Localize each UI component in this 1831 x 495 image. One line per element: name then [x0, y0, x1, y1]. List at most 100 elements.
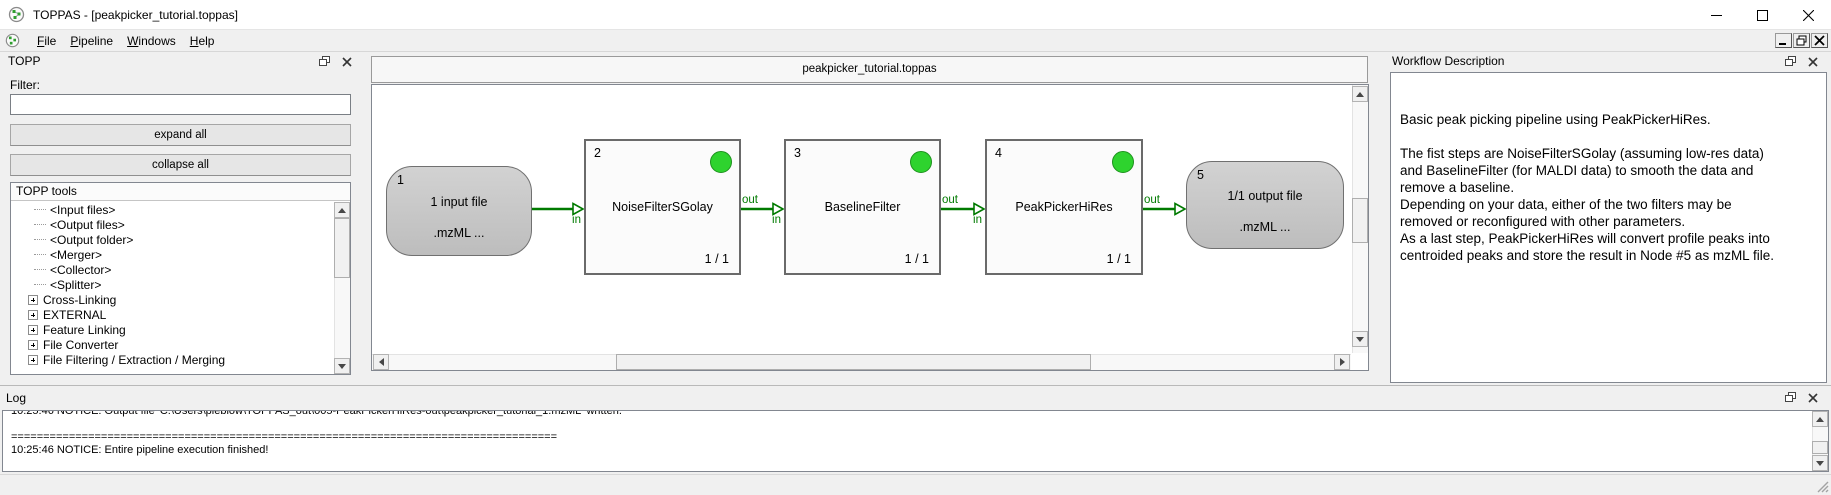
canvas-hscroll-thumb[interactable]: [616, 354, 1091, 370]
window-title: TOPPAS - [peakpicker_tutorial.toppas]: [33, 7, 238, 22]
tree-item-label: <Input files>: [50, 202, 116, 217]
tree-item[interactable]: <Input files>: [12, 202, 332, 217]
topp-dock-buttons: [318, 55, 353, 68]
mdi-close-icon[interactable]: [1811, 33, 1828, 48]
canvas-scroll-left-icon[interactable]: [373, 354, 389, 370]
expand-plus-icon[interactable]: [28, 354, 38, 365]
log-scroll-down-icon[interactable]: [1812, 455, 1828, 471]
tree-item[interactable]: EXTERNAL: [12, 307, 332, 322]
tree-item-label: <Output files>: [50, 217, 125, 232]
description-line: As a last step, PeakPickerHiRes will con…: [1400, 231, 1770, 246]
status-bar: [0, 474, 1831, 495]
edge-in-label: in: [572, 214, 581, 226]
menu-item-windows[interactable]: Windows: [127, 33, 176, 48]
tree-item[interactable]: File Converter: [12, 337, 332, 352]
expand-plus-icon[interactable]: [28, 309, 38, 320]
tree-item-label: Cross-Linking: [43, 292, 117, 307]
node-number: 2: [594, 146, 601, 160]
window-controls: [1693, 0, 1831, 30]
close-panel-icon[interactable]: [340, 55, 353, 68]
menu-item-pipeline[interactable]: Pipeline: [70, 33, 114, 48]
edge-out-label: out: [942, 194, 959, 206]
log-panel: Log 10:25:46 NOTICE: Output file 'C:\Use…: [0, 385, 1831, 474]
description-dock-buttons: [1784, 55, 1819, 68]
tree-item[interactable]: <Output folder>: [12, 232, 332, 247]
canvas-vscroll-thumb[interactable]: [1352, 198, 1368, 243]
tree-scroll-thumb[interactable]: [334, 218, 350, 278]
log-line: [11, 418, 622, 431]
expand-all-button[interactable]: expand all: [10, 124, 351, 146]
log-panel-title: Log: [6, 391, 27, 405]
tree-header[interactable]: TOPP tools: [11, 183, 350, 201]
tree-item-label: File Filtering / Extraction / Merging: [43, 352, 226, 367]
node-number: 5: [1197, 168, 1204, 182]
menu-item-help[interactable]: Help: [189, 33, 215, 48]
tree-item[interactable]: Cross-Linking: [12, 292, 332, 307]
topp-panel: TOPP Filter: expand all collapse all TOP…: [2, 52, 365, 385]
node-title: PeakPickerHiRes: [1015, 200, 1113, 214]
tree-scroll-down-icon[interactable]: [334, 358, 350, 374]
canvas-scroll-up-icon[interactable]: [1352, 86, 1368, 102]
topp-tools-tree: TOPP tools <Input files><Output files><O…: [10, 182, 351, 375]
expand-plus-icon[interactable]: [28, 339, 38, 350]
menu-item-file[interactable]: File: [37, 33, 57, 48]
mdi-restore-icon[interactable]: [1793, 33, 1810, 48]
description-line: and BaselineFilter (for MALDI data) to s…: [1400, 163, 1754, 178]
maximize-icon[interactable]: [1739, 0, 1785, 30]
tree-item-label: Feature Linking: [43, 322, 126, 337]
tree-item[interactable]: File Filtering / Extraction / Merging: [12, 352, 332, 367]
filter-input[interactable]: [10, 94, 351, 115]
close-icon[interactable]: [1785, 0, 1831, 30]
node-number: 4: [995, 146, 1002, 160]
tree-item[interactable]: <Merger>: [12, 247, 332, 262]
edge-arrowhead-icon: [572, 202, 585, 216]
description-text-area[interactable]: Basic peak picking pipeline using PeakPi…: [1390, 72, 1827, 383]
canvas-scroll-down-icon[interactable]: [1352, 331, 1368, 347]
status-finished-icon: [710, 151, 732, 173]
log-line: 10:25:46 NOTICE: Output file 'C:\Users\p…: [11, 410, 622, 417]
edge-in-label: in: [772, 214, 781, 226]
float-panel-icon[interactable]: [1784, 55, 1797, 68]
workflow-tab[interactable]: peakpicker_tutorial.toppas: [371, 56, 1368, 83]
tree-branch-icon: [34, 284, 46, 285]
close-panel-icon[interactable]: [1806, 55, 1819, 68]
canvas-scroll-right-icon[interactable]: [1334, 354, 1350, 370]
tree-scroll-up-icon[interactable]: [334, 202, 350, 218]
resize-grip[interactable]: [1815, 479, 1829, 493]
node-title: 1/1 output file: [1227, 189, 1303, 204]
description-line: removed or reconfigured with other param…: [1400, 214, 1686, 229]
topp-panel-title: TOPP: [8, 54, 41, 68]
tree-item-label: <Collector>: [50, 262, 112, 277]
tree-item[interactable]: <Collector>: [12, 262, 332, 277]
float-panel-icon[interactable]: [318, 55, 331, 68]
collapse-all-button[interactable]: collapse all: [10, 154, 351, 176]
expand-plus-icon[interactable]: [28, 294, 38, 305]
tree-item[interactable]: <Splitter>: [12, 277, 332, 292]
log-scroll-up-icon[interactable]: [1812, 411, 1828, 427]
edge-arrowhead-icon: [772, 202, 785, 216]
mdi-minimize-icon[interactable]: [1775, 33, 1792, 48]
description-line: The fist steps are NoiseFilterSGolay (as…: [1400, 146, 1764, 161]
minimize-icon[interactable]: [1693, 0, 1739, 30]
log-text-area[interactable]: 10:25:46 NOTICE: Output file 'C:\Users\p…: [2, 410, 1829, 472]
toppas-app-icon: [8, 6, 25, 23]
node-title: BaselineFilter: [824, 200, 901, 214]
edge-arrowhead-icon: [973, 202, 986, 216]
tree-item[interactable]: Feature Linking: [12, 322, 332, 337]
status-finished-icon: [910, 151, 932, 173]
filter-label: Filter:: [10, 78, 40, 92]
expand-plus-icon[interactable]: [28, 324, 38, 335]
float-panel-icon[interactable]: [1784, 391, 1797, 404]
tree-branch-icon: [34, 254, 46, 255]
log-scroll-thumb[interactable]: [1812, 441, 1828, 454]
close-panel-icon[interactable]: [1806, 391, 1819, 404]
tree-item[interactable]: <Output files>: [12, 217, 332, 232]
